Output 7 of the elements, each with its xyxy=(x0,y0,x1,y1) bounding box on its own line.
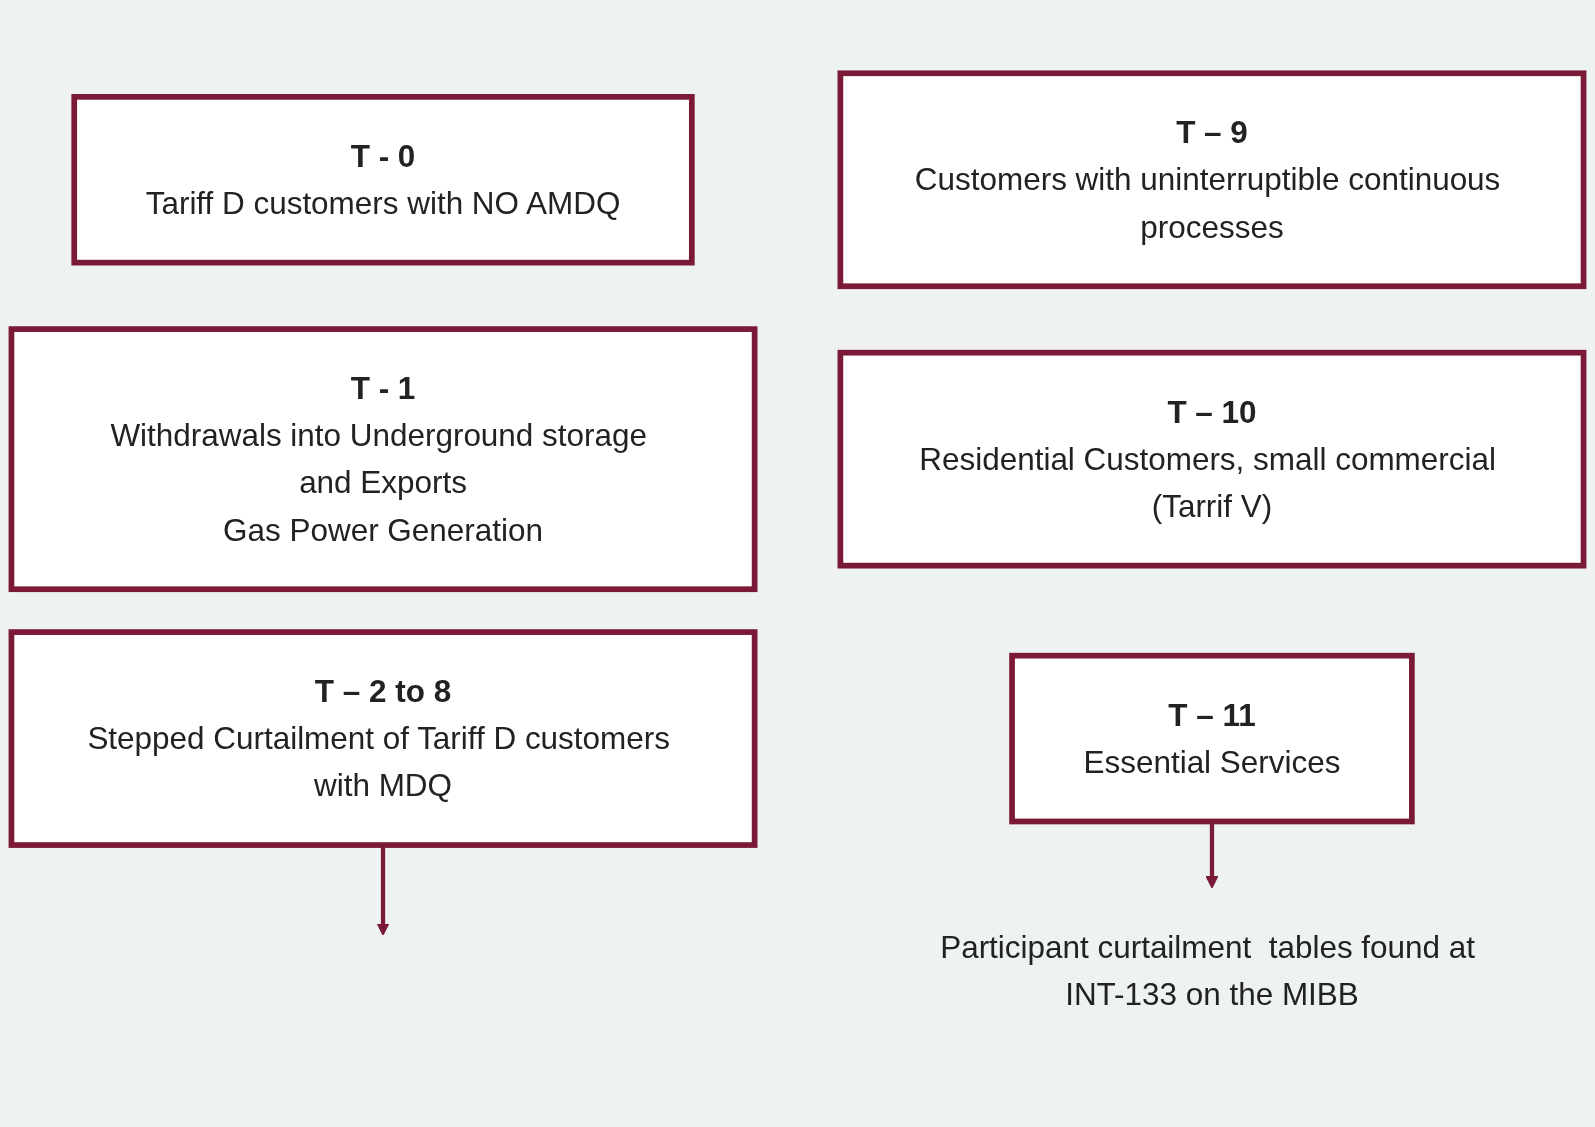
node-box: T - 1 Withdrawals into Underground storage and Exports Gas Power Generation xyxy=(8,326,758,593)
node-box: T – 10 Residential Customers, small commercial (Tarrif V) xyxy=(837,349,1587,569)
node-box: T – 9 Customers with uninterruptible continuous processes xyxy=(837,70,1587,290)
node-box: T - 0 Tariff D customers with NO AMDQ xyxy=(71,94,695,266)
node-box: T – 2 to 8 Stepped Curtailment of Tariff D customers with MDQ xyxy=(8,629,758,848)
node-box: T – 11 Essential Services xyxy=(1009,652,1415,825)
node-text: Participant curtailment tables found at INT-133 on the MIBB xyxy=(940,929,1476,1013)
